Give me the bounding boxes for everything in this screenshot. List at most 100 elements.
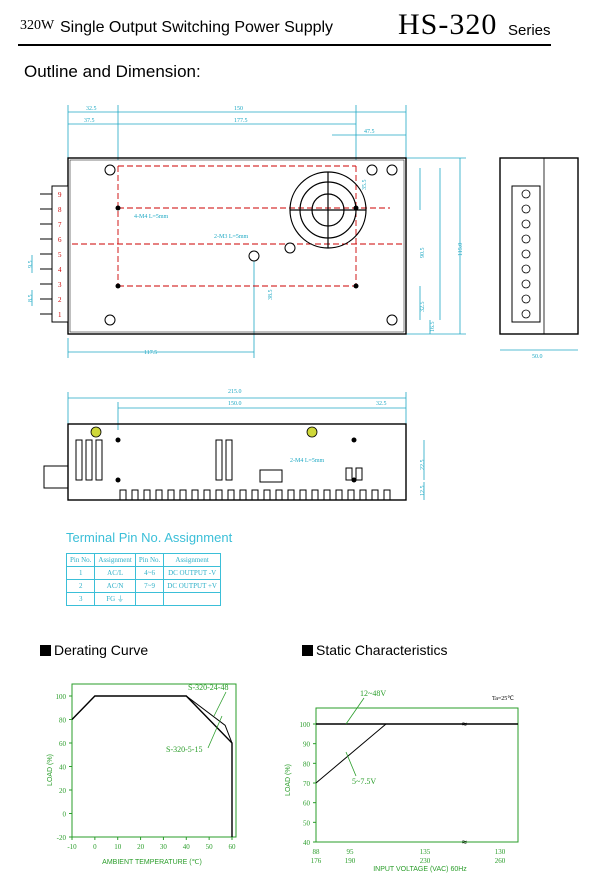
- fixing-points: [115, 205, 359, 289]
- hole-note-2: 2-M3 L=5mm: [214, 234, 249, 240]
- dimension-lines: [31, 105, 578, 500]
- document-title: Single Output Switching Power Supply: [60, 19, 334, 36]
- dim-label: 12.5: [420, 486, 426, 497]
- y-tick-label: 50: [303, 819, 311, 827]
- y-tick-label: 80: [303, 760, 311, 768]
- bullet-square-icon: [302, 645, 313, 656]
- static-title-text: Static Characteristics: [316, 642, 448, 658]
- y-tick-label: 100: [56, 693, 67, 701]
- x-tick-label: 88: [313, 848, 321, 856]
- dim-label: 150.0: [228, 401, 242, 407]
- annotation-leader: [345, 697, 365, 725]
- terminal-title: Terminal Pin No. Assignment: [66, 530, 233, 545]
- table-cell: 1: [65, 566, 96, 580]
- dim-label: 8.5: [28, 295, 34, 303]
- x-tick-label: 60: [229, 843, 237, 851]
- y-tick-label: 60: [59, 740, 67, 748]
- annotation: 5~7.5V: [352, 777, 376, 786]
- dim-label: 38.5: [268, 290, 274, 301]
- pin-number: 9: [58, 191, 62, 199]
- outline-drawing: 32.5 150 37.5 177.5 47.5 117.5 50.0 4-M4…: [28, 105, 579, 501]
- pin-number: 3: [58, 281, 62, 289]
- table-cell: [134, 592, 165, 606]
- pin-number: 1: [58, 311, 62, 319]
- dim-label: 215.0: [228, 389, 242, 395]
- pin-number: 4: [58, 266, 62, 274]
- side-view: [43, 423, 407, 501]
- dimension-labels: 32.5 150 37.5 177.5 47.5 117.5 50.0 4-M4…: [28, 106, 543, 496]
- pin-number: 5: [58, 251, 62, 259]
- bullet-square-icon: [40, 645, 51, 656]
- y-axis-label: LOAD (%): [47, 754, 54, 786]
- dim-label: 32.5: [420, 302, 426, 313]
- model-prefix: 320W: [20, 18, 55, 33]
- top-view: 9 8 7 6 5 4 3 2 1: [40, 157, 407, 335]
- annotation-leader: [345, 751, 357, 777]
- table-cell: 3: [65, 592, 96, 606]
- x-tick-label: 230: [420, 857, 431, 865]
- ambient-note: Ta=25℃: [492, 696, 514, 702]
- pin-number: 8: [58, 206, 62, 214]
- derating-title: Derating Curve: [40, 642, 148, 658]
- x-tick-label: 20: [137, 843, 145, 851]
- y-tick-label: 60: [303, 800, 311, 808]
- annotation: S-320-24-48: [188, 683, 228, 692]
- annotation: S-320-5-15: [166, 745, 202, 754]
- dim-label: 117.5: [144, 350, 157, 356]
- series-code: HS-320: [398, 8, 498, 41]
- static-title: Static Characteristics: [302, 642, 447, 658]
- dim-label: 50.0: [532, 354, 543, 360]
- table-row: 3 FG ⏚: [65, 592, 221, 606]
- pin-number: 7: [58, 221, 62, 229]
- fan-grille: [289, 171, 367, 249]
- x-tick-label: 190: [345, 857, 356, 865]
- series-line: [185, 695, 233, 744]
- dim-label: 177.5: [234, 118, 248, 124]
- y-tick-label: 70: [303, 780, 311, 788]
- break-mark: ≈: [462, 837, 467, 847]
- y-axis-label: LOAD (%): [285, 764, 292, 796]
- dim-label: 37.5: [84, 118, 95, 124]
- table-cell: [163, 592, 221, 606]
- derating-title-text: Derating Curve: [54, 642, 149, 658]
- mounting-holes: [104, 164, 398, 326]
- dim-label: 32.5: [86, 106, 97, 112]
- x-tick-label: 10: [114, 843, 122, 851]
- x-tick-label: 95: [347, 848, 355, 856]
- end-view: [499, 157, 579, 335]
- dim-label: 90.5: [420, 248, 426, 259]
- plot-frame: [71, 683, 237, 838]
- x-tick-label: 260: [495, 857, 506, 865]
- dim-label: 35.5: [362, 180, 368, 191]
- annotation: 12~48V: [360, 689, 386, 698]
- pin-number: 2: [58, 296, 62, 304]
- y-tick-label: -20: [57, 834, 67, 842]
- y-tick-label: 80: [59, 717, 67, 725]
- x-tick-label: 0: [93, 843, 97, 851]
- x-tick-label: 30: [160, 843, 168, 851]
- y-tick-label: 0: [63, 811, 67, 819]
- dim-label: 150: [234, 106, 243, 112]
- hidden-lines: [72, 165, 402, 287]
- dim-label: 32.5: [376, 401, 387, 407]
- x-tick-label: 50: [206, 843, 214, 851]
- y-tick-label: 40: [303, 839, 311, 847]
- x-tick-label: 40: [183, 843, 191, 851]
- dim-label: 47.5: [364, 129, 375, 135]
- terminal-table: Pin No. Assignment Pin No. Assignment 1 …: [65, 553, 221, 606]
- series-word: Series: [508, 22, 551, 39]
- plot-frame: [315, 707, 519, 843]
- x-tick-label: 135: [420, 848, 431, 856]
- break-mark: ≈: [462, 719, 467, 729]
- y-tick-label: 40: [59, 764, 67, 772]
- hole-note-1: 4-M4 L=5mm: [134, 214, 169, 220]
- header-rule: [18, 44, 551, 46]
- y-tick-label: 100: [300, 721, 311, 729]
- pin-number: 6: [58, 236, 62, 244]
- page-header: 320W Single Output Switching Power Suppl…: [0, 0, 613, 50]
- dim-label: 16.5: [430, 322, 436, 333]
- series-line: [315, 723, 387, 784]
- terminal-block: 9 8 7 6 5 4 3 2 1: [40, 185, 69, 323]
